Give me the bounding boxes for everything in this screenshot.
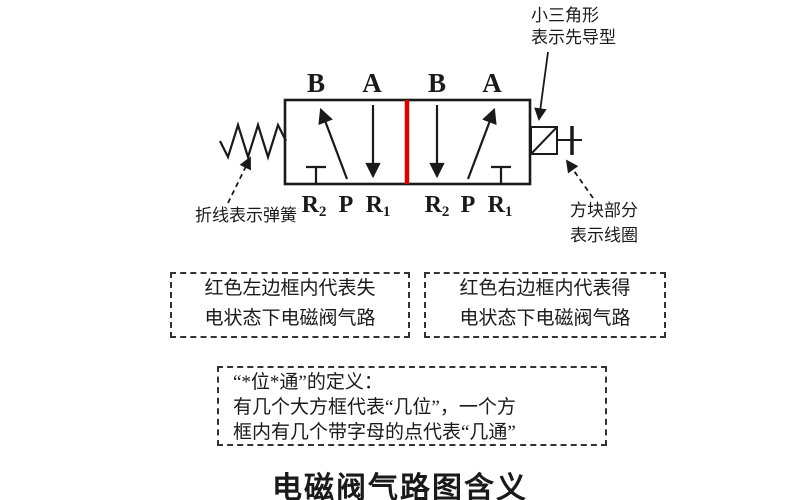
pilot-annotation-line1: 小三角形 [531, 6, 599, 25]
definition-line1: “*位*通”的定义： [233, 372, 383, 393]
definition-line2: 有几个大方框代表“几位”，一个方 [233, 397, 516, 418]
spring-annotation-arrow [227, 156, 251, 204]
note-deenergized-line2: 电状态下电磁阀气路 [204, 308, 376, 329]
coil-annotation-arrow [565, 159, 594, 199]
note-energized-line1: 红色右边框内代表得 [459, 278, 631, 299]
coil-diagonal-line [530, 126, 558, 155]
port-label-p-left: P [339, 192, 354, 218]
port-label-r2-left: R2 [302, 192, 327, 220]
page-title: 电磁阀气路图含义 [272, 472, 528, 500]
flow-arrow-p-to-a [466, 107, 497, 180]
note-deenergized-line1: 红色左边框内代表失 [204, 278, 376, 299]
note-energized-line2: 电状态下电磁阀气路 [459, 308, 631, 329]
spring-symbol [219, 121, 287, 161]
definition-box: “*位*通”的定义： 有几个大方框代表“几位”，一个方 框内有几个带字母的点代表… [217, 366, 607, 446]
port-label-r2-right: R2 [425, 192, 450, 220]
blocked-port-r1-right [491, 165, 511, 184]
valve-schematic: B A B A R2 P R1 R2 P R1 小三角形 表示先导型 折线表示弹… [195, 6, 638, 245]
pilot-annotation-arrow [534, 51, 549, 121]
definition-line3: 框内有几个带字母的点代表“几通” [233, 422, 516, 443]
port-label-top-a-left: A [362, 68, 382, 98]
port-label-r1-left: R1 [366, 192, 391, 220]
blocked-port-r2-left [306, 165, 326, 184]
port-label-p-right: P [461, 192, 476, 218]
note-box-energized: 红色右边框内代表得 电状态下电磁阀气路 [424, 272, 666, 338]
port-label-top-b-left: B [307, 68, 325, 98]
pilot-coil-symbol [530, 126, 582, 155]
note-box-deenergized: 红色左边框内代表失 电状态下电磁阀气路 [170, 272, 410, 338]
port-label-top-b-right: B [428, 68, 446, 98]
spring-annotation-label: 折线表示弹簧 [195, 206, 297, 225]
flow-arrow-p-to-b [318, 107, 349, 180]
coil-annotation-line2: 表示线圈 [570, 226, 638, 245]
coil-annotation-line1: 方块部分 [570, 201, 638, 220]
port-label-r1-right: R1 [488, 192, 513, 220]
pilot-annotation-line2: 表示先导型 [531, 28, 616, 47]
port-label-top-a-right: A [482, 68, 502, 98]
